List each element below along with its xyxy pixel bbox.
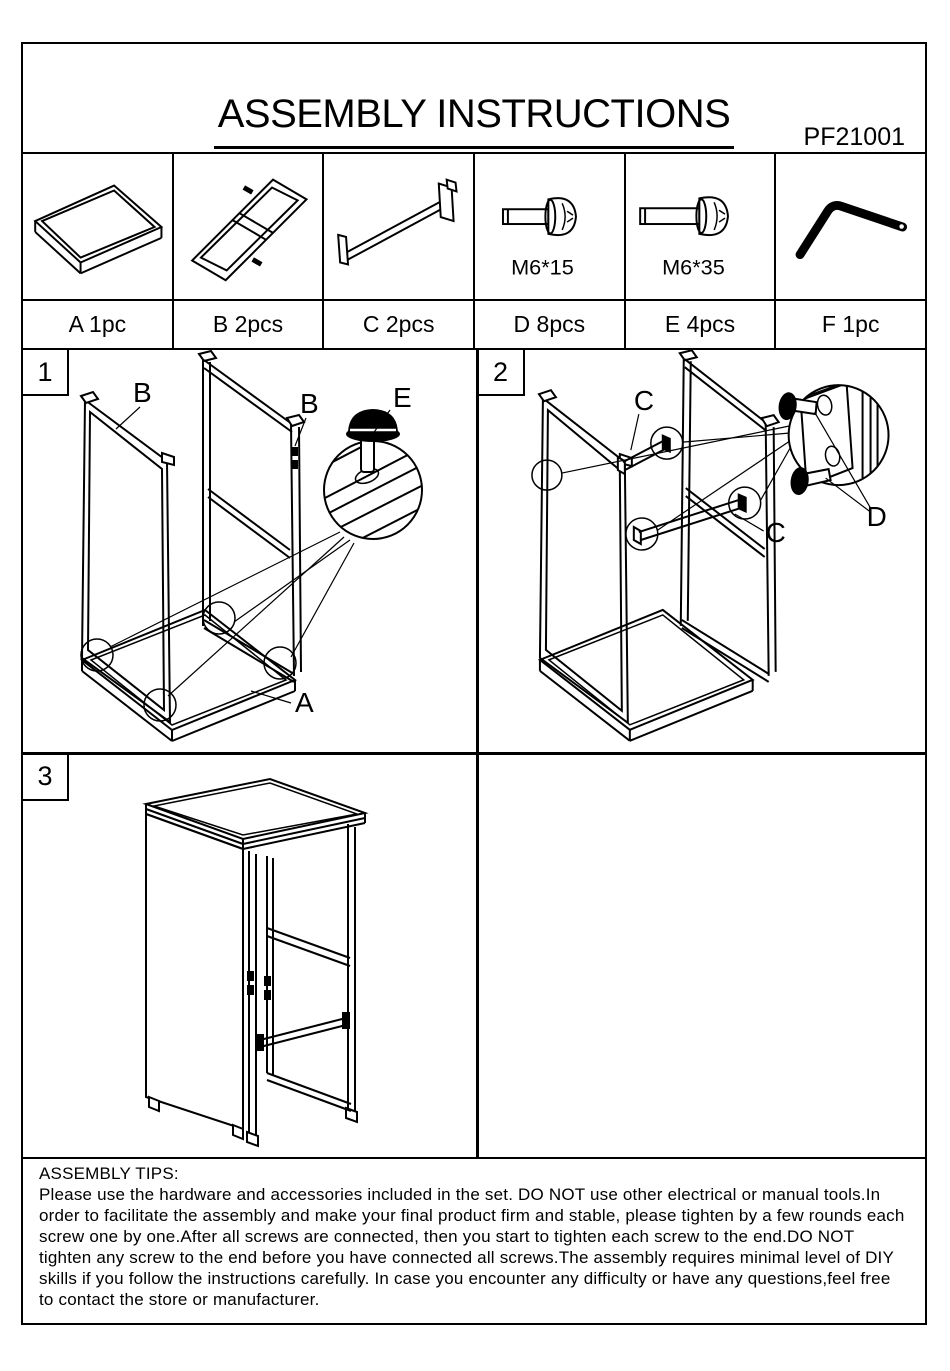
parts-image-row: M6*15 M6*35 [23, 154, 925, 301]
page-title: ASSEMBLY INSTRUCTIONS [217, 92, 731, 136]
part-a-label: A 1pc [68, 311, 127, 337]
base-panel [537, 608, 755, 742]
part-e-cell: M6*35 [623, 154, 775, 299]
step-2-diagram: C C D [530, 350, 890, 742]
tips-heading: ASSEMBLY TIPS: [39, 1164, 179, 1183]
step-2-panel: 2 [478, 350, 925, 752]
part-f-label: F 1pc [774, 301, 925, 348]
callout-leader-lines [109, 531, 355, 697]
step-3-number: 3 [23, 754, 69, 801]
step-2-number: 2 [478, 350, 525, 396]
callout-leader-lines [561, 425, 791, 531]
magnifier-callout [778, 384, 890, 495]
label-b-left: B [133, 377, 152, 408]
label-c-bottom: C [765, 517, 785, 548]
cross-bar-icon [337, 178, 459, 266]
left-frame [79, 390, 175, 724]
step-1-number: 1 [23, 350, 69, 396]
right-frame [197, 350, 306, 683]
left-frame [536, 388, 633, 725]
base-panel [80, 608, 297, 742]
label-b-right: B [300, 388, 319, 419]
label-e: E [393, 382, 412, 413]
step-3-panel: 3 [23, 754, 476, 1153]
side-frame-icon [190, 178, 308, 282]
assembly-tips-box: ASSEMBLY TIPS: Please use the hardware a… [23, 1157, 925, 1323]
long-bolt-icon: M6*35 [638, 196, 729, 279]
tips-body: Please use the hardware and accessories … [39, 1185, 905, 1309]
step-1-panel: 1 [23, 350, 476, 752]
label-d: D [866, 501, 886, 532]
joint-circle [80, 638, 114, 672]
instruction-sheet: ASSEMBLY INSTRUCTIONS PF21001 [21, 42, 927, 1325]
part-c-cell [322, 154, 473, 299]
assembled-table [142, 777, 369, 1147]
steps-horizontal-divider [23, 752, 925, 755]
label-c-top: C [633, 385, 653, 416]
right-frame [677, 350, 780, 683]
part-e-label: E 4pcs [623, 301, 775, 348]
allen-key-icon [795, 201, 908, 260]
top-panel-icon [33, 184, 164, 275]
joint-circle [649, 426, 684, 460]
bolt-size-label: M6*15 [511, 254, 574, 279]
bolt-head [790, 467, 809, 495]
part-d-cell: M6*15 [473, 154, 624, 299]
parts-label-row: A 1pc B 2pcs C 2pcs D 8pcs E 4pcs F 1pc [23, 301, 925, 350]
step-1-diagram: B B E A [79, 350, 423, 742]
joint-circle [202, 601, 236, 635]
short-bolt-icon: M6*15 [502, 197, 577, 279]
title-row: ASSEMBLY INSTRUCTIONS PF21001 [23, 44, 925, 154]
model-number: PF21001 [803, 123, 905, 151]
part-f-cell [774, 154, 925, 299]
cross-bar-top [616, 434, 671, 476]
step-3-diagram [142, 777, 369, 1147]
part-c-label: C 2pcs [322, 301, 473, 348]
joint-circle [727, 486, 761, 520]
empty-panel [479, 755, 925, 1153]
steps-grid: 1 [23, 350, 925, 1157]
part-b-label: B 2pcs [171, 301, 323, 348]
joint-circle [624, 517, 659, 551]
joint-circle [143, 688, 177, 722]
label-a: A [295, 687, 314, 718]
bolt-head [778, 392, 797, 421]
joint-circle [530, 459, 563, 491]
part-b-cell [171, 154, 323, 299]
title-underline: ASSEMBLY INSTRUCTIONS [213, 92, 735, 149]
part-a-cell [23, 154, 172, 299]
part-d-label: D 8pcs [473, 301, 624, 348]
joint-circle [263, 646, 297, 680]
bolt-size-label: M6*35 [662, 254, 725, 279]
magnifier-callout [323, 409, 423, 540]
